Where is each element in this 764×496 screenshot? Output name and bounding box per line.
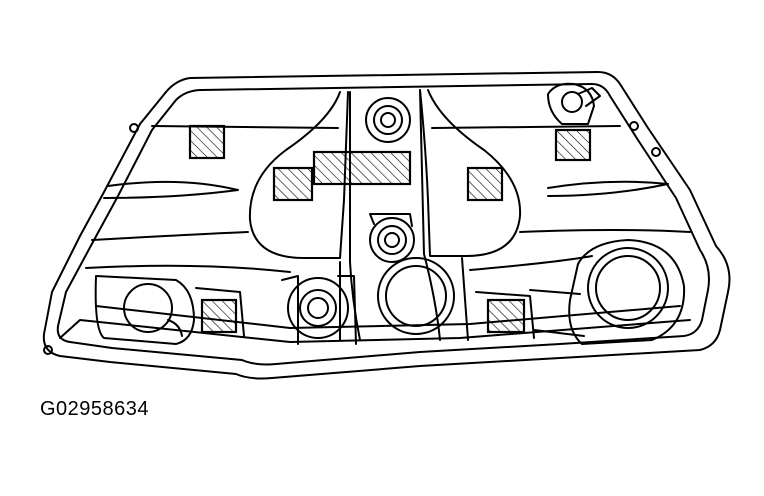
tunnel-right-wall xyxy=(419,89,522,257)
right-lower-contour xyxy=(519,229,691,233)
fitting-center-small-inner xyxy=(384,232,400,248)
pad-right-upper xyxy=(554,128,592,162)
right-pump-outer xyxy=(587,247,669,329)
pad-left-lower xyxy=(200,298,238,334)
right-upper-contour xyxy=(431,125,621,129)
fitting-mid-left-outer xyxy=(287,277,349,339)
mount-hole-right xyxy=(651,147,661,157)
tunnel-center-right xyxy=(419,89,441,341)
pad-left-mid xyxy=(272,166,314,202)
left-saddle-contour xyxy=(103,180,239,199)
center-small-stem xyxy=(369,213,413,227)
pad-center-top xyxy=(312,150,412,186)
pad-right-lower xyxy=(486,298,526,334)
pad-right-mid xyxy=(466,166,504,202)
tunnel-center-left xyxy=(349,91,361,341)
fitting-center-small-outer xyxy=(369,217,415,263)
right-pump-inner xyxy=(595,255,661,321)
left-lower-contour xyxy=(91,231,249,241)
mount-hole-left-bottom xyxy=(43,345,53,355)
left-pocket-port xyxy=(123,283,173,333)
filler-neck-cap xyxy=(561,91,583,113)
pad-left-upper xyxy=(188,124,226,160)
fitting-top-outer xyxy=(365,97,411,143)
figure-id-label: G02958634 xyxy=(40,398,150,420)
mount-hole-left-top xyxy=(129,123,139,133)
right-pocket-bridge xyxy=(475,291,535,339)
left-pocket-bridge xyxy=(195,287,245,337)
filler-neck-pipe xyxy=(577,87,601,107)
left-bottom-contour xyxy=(85,264,291,273)
right-bottom-contour xyxy=(469,255,593,271)
right-saddle-contour xyxy=(547,180,669,197)
fitting-center-inner xyxy=(385,265,447,327)
fitting-center-small-mid xyxy=(377,225,407,255)
center-rib xyxy=(339,257,469,341)
filler-neck-outline xyxy=(547,82,595,125)
mount-hole-right-top xyxy=(629,121,639,131)
fitting-center-outer xyxy=(377,257,455,335)
left-pocket-housing xyxy=(94,275,195,345)
right-pump-neck xyxy=(529,289,585,337)
fitting-top-mid xyxy=(373,105,403,135)
left-upper-contour xyxy=(151,125,339,129)
tank-body-outline xyxy=(56,83,710,366)
sump-edge xyxy=(59,319,691,343)
left-pocket-outlet xyxy=(167,319,183,337)
fitting-top-inner xyxy=(380,112,396,128)
fuel-tank-diagram xyxy=(42,71,731,380)
right-pump-housing xyxy=(568,239,686,345)
tank-flange-outline xyxy=(42,71,731,380)
fitting-mid-left-mid xyxy=(299,289,337,327)
bracket-mid-left xyxy=(281,275,357,345)
fitting-mid-left-inner xyxy=(307,297,329,319)
